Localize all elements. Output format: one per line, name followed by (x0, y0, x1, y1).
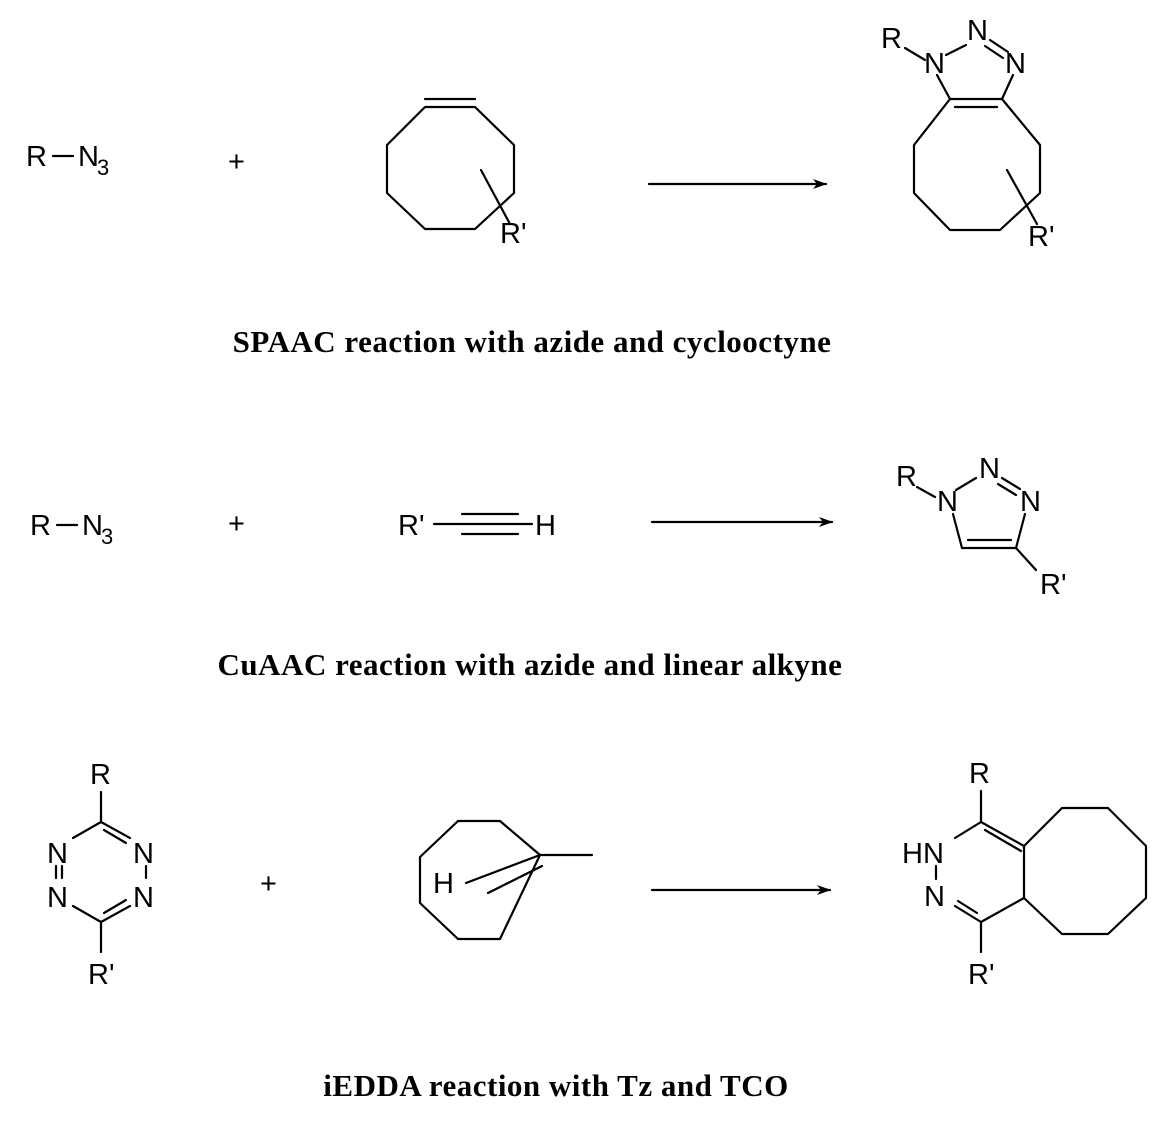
cuaac-caption: CuAAC reaction with azide and linear alk… (218, 647, 843, 682)
cuaac-azide-subscript: 3 (101, 524, 113, 549)
tetrazine-bond-c3-n4 (99, 820, 132, 840)
product-substituent-label: R' (1028, 221, 1054, 253)
iedda-product: R HN N R' (902, 758, 1148, 991)
spaac-azide-n-label: N (78, 141, 99, 173)
cuaac-reaction: R N 3 + R' H R N N N R (30, 453, 1066, 682)
tetrazine-bond-c3-n4-double (102, 828, 128, 845)
triazole-n2-label: N (979, 453, 1000, 485)
tetrazine-r-label: R (90, 759, 111, 791)
cyclooctyne-substituent-label: R' (500, 218, 526, 250)
tetrazine-n-top-left: N (47, 838, 68, 870)
product-cyclooctane-ring (912, 97, 1042, 232)
tetrazine-bond-c6-n5-double (102, 898, 128, 915)
spaac-azide-r-label: R (26, 141, 47, 173)
spaac-reaction: R N 3 + R' R N N N (26, 15, 1054, 359)
spaac-azide-subscript: 3 (97, 155, 109, 180)
pyridazine-n-label: N (924, 881, 945, 913)
product-r-label: R (881, 23, 902, 55)
cuaac-plus-sign: + (228, 508, 245, 540)
triazole-substituent-label: R' (1040, 569, 1066, 601)
cuaac-azide-r-label: R (30, 510, 51, 542)
spaac-caption: SPAAC reaction with azide and cyclooctyn… (233, 324, 832, 359)
tetrazine-substituent-label: R' (88, 959, 114, 991)
pyridazine-bond-c-c (979, 820, 1026, 848)
triazole-r-label: R (896, 461, 917, 493)
product-bond-r-n1 (903, 46, 927, 62)
product-fused-cyclooctane (1022, 806, 1148, 936)
product-bond-n2-n3 (988, 38, 1010, 54)
iedda-plus-sign: + (260, 868, 277, 900)
trans-cyclooctene: H (418, 819, 594, 941)
tetrazine-bond-c6-n5 (99, 904, 132, 924)
spaac-plus-sign: + (228, 146, 245, 178)
cyclooctyne-substituent-bond (479, 168, 512, 226)
tco-double-bond-second (486, 864, 544, 895)
alkyne-r-label: R' (398, 510, 424, 542)
iedda-reaction: R N N N N R' + H (47, 758, 1148, 1103)
product-bond-n1-n2 (944, 43, 968, 57)
triazole-bond-n2-n3 (1000, 476, 1022, 491)
cuaac-alkyne: R' H (398, 510, 556, 542)
cuaac-azide-n-label: N (82, 510, 103, 542)
cyclooctyne-ring (385, 105, 516, 231)
triazole-bond-n1-c5 (951, 512, 964, 550)
product-bottom-r-label: R' (968, 959, 994, 991)
product-bond-n3-c (1000, 73, 1015, 101)
alkyne-h-label: H (535, 510, 556, 542)
pyridazine-bond-c-c-lower (979, 896, 1026, 924)
triazole-n3-label: N (1020, 486, 1041, 518)
tetrazine-n-bottom-left: N (47, 882, 68, 914)
tetrazine-n-bottom-right: N (133, 882, 154, 914)
triazole-bond-c4-substituent (1014, 546, 1038, 572)
pyridazine-bond-c-n-double (956, 899, 979, 915)
product-n2-label: N (967, 15, 988, 47)
product-bond-c-n1 (935, 73, 952, 101)
cuaac-product: R N N N R' (896, 453, 1066, 601)
spaac-cyclooctyne: R' (385, 97, 526, 250)
triazole-bond-c4-n3 (1014, 512, 1027, 550)
tetrazine: R N N N N R' (47, 759, 154, 991)
product-bond-n2-n3-double (983, 44, 1005, 60)
tetrazine-n-top-right: N (133, 838, 154, 870)
tco-h-label: H (433, 868, 454, 900)
triazole-bond-n1-n2 (954, 476, 978, 492)
cuaac-azide: R N 3 (30, 510, 113, 549)
product-top-r-label: R (969, 758, 990, 790)
triazole-n1-label: N (937, 486, 958, 518)
spaac-product: R N N N R' (881, 15, 1054, 253)
triazole-bond-r-n1 (915, 485, 937, 499)
tco-ring-chain (418, 819, 542, 941)
product-substituent-bond (1005, 168, 1039, 226)
pyridazine-bond-c-n (953, 904, 983, 924)
product-n1-label: N (924, 48, 945, 80)
pyridazine-nh-label: HN (902, 838, 944, 870)
spaac-azide: R N 3 (26, 141, 109, 180)
tco-double-bond (464, 853, 542, 885)
triazole-bond-n2-n3-double (996, 482, 1018, 497)
tetrazine-bond-n1-c6 (71, 904, 103, 924)
tco-ring-closure (498, 853, 542, 941)
product-n3-label: N (1005, 48, 1026, 80)
pyridazine-bond-c-nh (953, 820, 983, 840)
iedda-caption: iEDDA reaction with Tz and TCO (323, 1068, 788, 1103)
pyridazine-bond-c-c-double (983, 828, 1023, 853)
tetrazine-bond-c3-n2 (71, 820, 103, 840)
